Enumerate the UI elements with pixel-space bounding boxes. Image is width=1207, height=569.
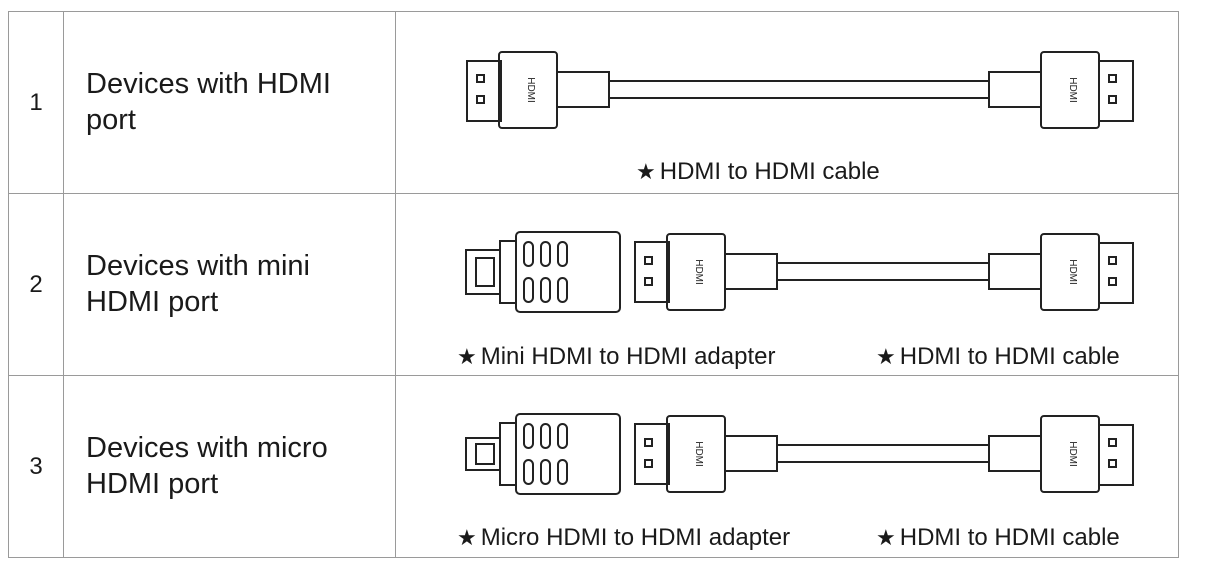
star-icon: ★ [457, 344, 477, 369]
micro-hdmi-adapter-illustration: HDMI HDMI [465, 413, 1134, 495]
device-line: Devices with HDMI [86, 68, 331, 101]
cable-cell: HDMI HDMI ★Mini HDMI to HDMI adapter ★HD… [395, 193, 1179, 376]
cable-cell: HDMI HDMI ★HDMI to HDMI cable [395, 11, 1179, 194]
connector-label: HDMI [693, 259, 704, 285]
row-number: 3 [8, 375, 64, 558]
cable-cell: HDMI HDMI ★Micro HDMI to HDMI adapter ★H… [395, 375, 1179, 558]
table-row: 3 Devices with micro HDMI port [8, 375, 1179, 558]
device-line: HDMI port [86, 285, 219, 318]
device-line: Devices with mini [86, 250, 310, 283]
star-icon: ★ [876, 525, 896, 550]
connector-label: HDMI [1067, 77, 1078, 103]
connector-label: HDMI [525, 77, 536, 103]
device-line: Devices with micro [86, 432, 328, 465]
star-icon: ★ [636, 159, 656, 184]
device-description: Devices with micro HDMI port [63, 375, 396, 558]
device-line: port [86, 103, 136, 136]
connector-label: HDMI [1067, 441, 1078, 467]
connector-label: HDMI [693, 441, 704, 467]
table-row: 2 Devices with mini HDMI port [8, 193, 1179, 376]
row-number: 2 [8, 193, 64, 376]
device-description: Devices with HDMI port [63, 11, 396, 194]
star-icon: ★ [876, 344, 896, 369]
mini-hdmi-adapter-illustration: HDMI HDMI [465, 231, 1134, 313]
cable-caption: ★HDMI to HDMI cable [876, 524, 1120, 551]
connection-table: 1 Devices with HDMI port [8, 11, 1179, 558]
hdmi-cable-illustration: HDMI HDMI [466, 51, 1134, 129]
connector-label: HDMI [1067, 259, 1078, 285]
adapter-caption: ★Micro HDMI to HDMI adapter [457, 524, 791, 551]
table-row: 1 Devices with HDMI port [8, 11, 1179, 194]
row-number: 1 [8, 11, 64, 194]
device-description: Devices with mini HDMI port [63, 193, 396, 376]
cable-caption: ★HDMI to HDMI cable [636, 158, 880, 185]
cable-caption: ★HDMI to HDMI cable [876, 343, 1120, 370]
device-line: HDMI port [86, 467, 219, 500]
adapter-caption: ★Mini HDMI to HDMI adapter [457, 343, 776, 370]
star-icon: ★ [457, 525, 477, 550]
